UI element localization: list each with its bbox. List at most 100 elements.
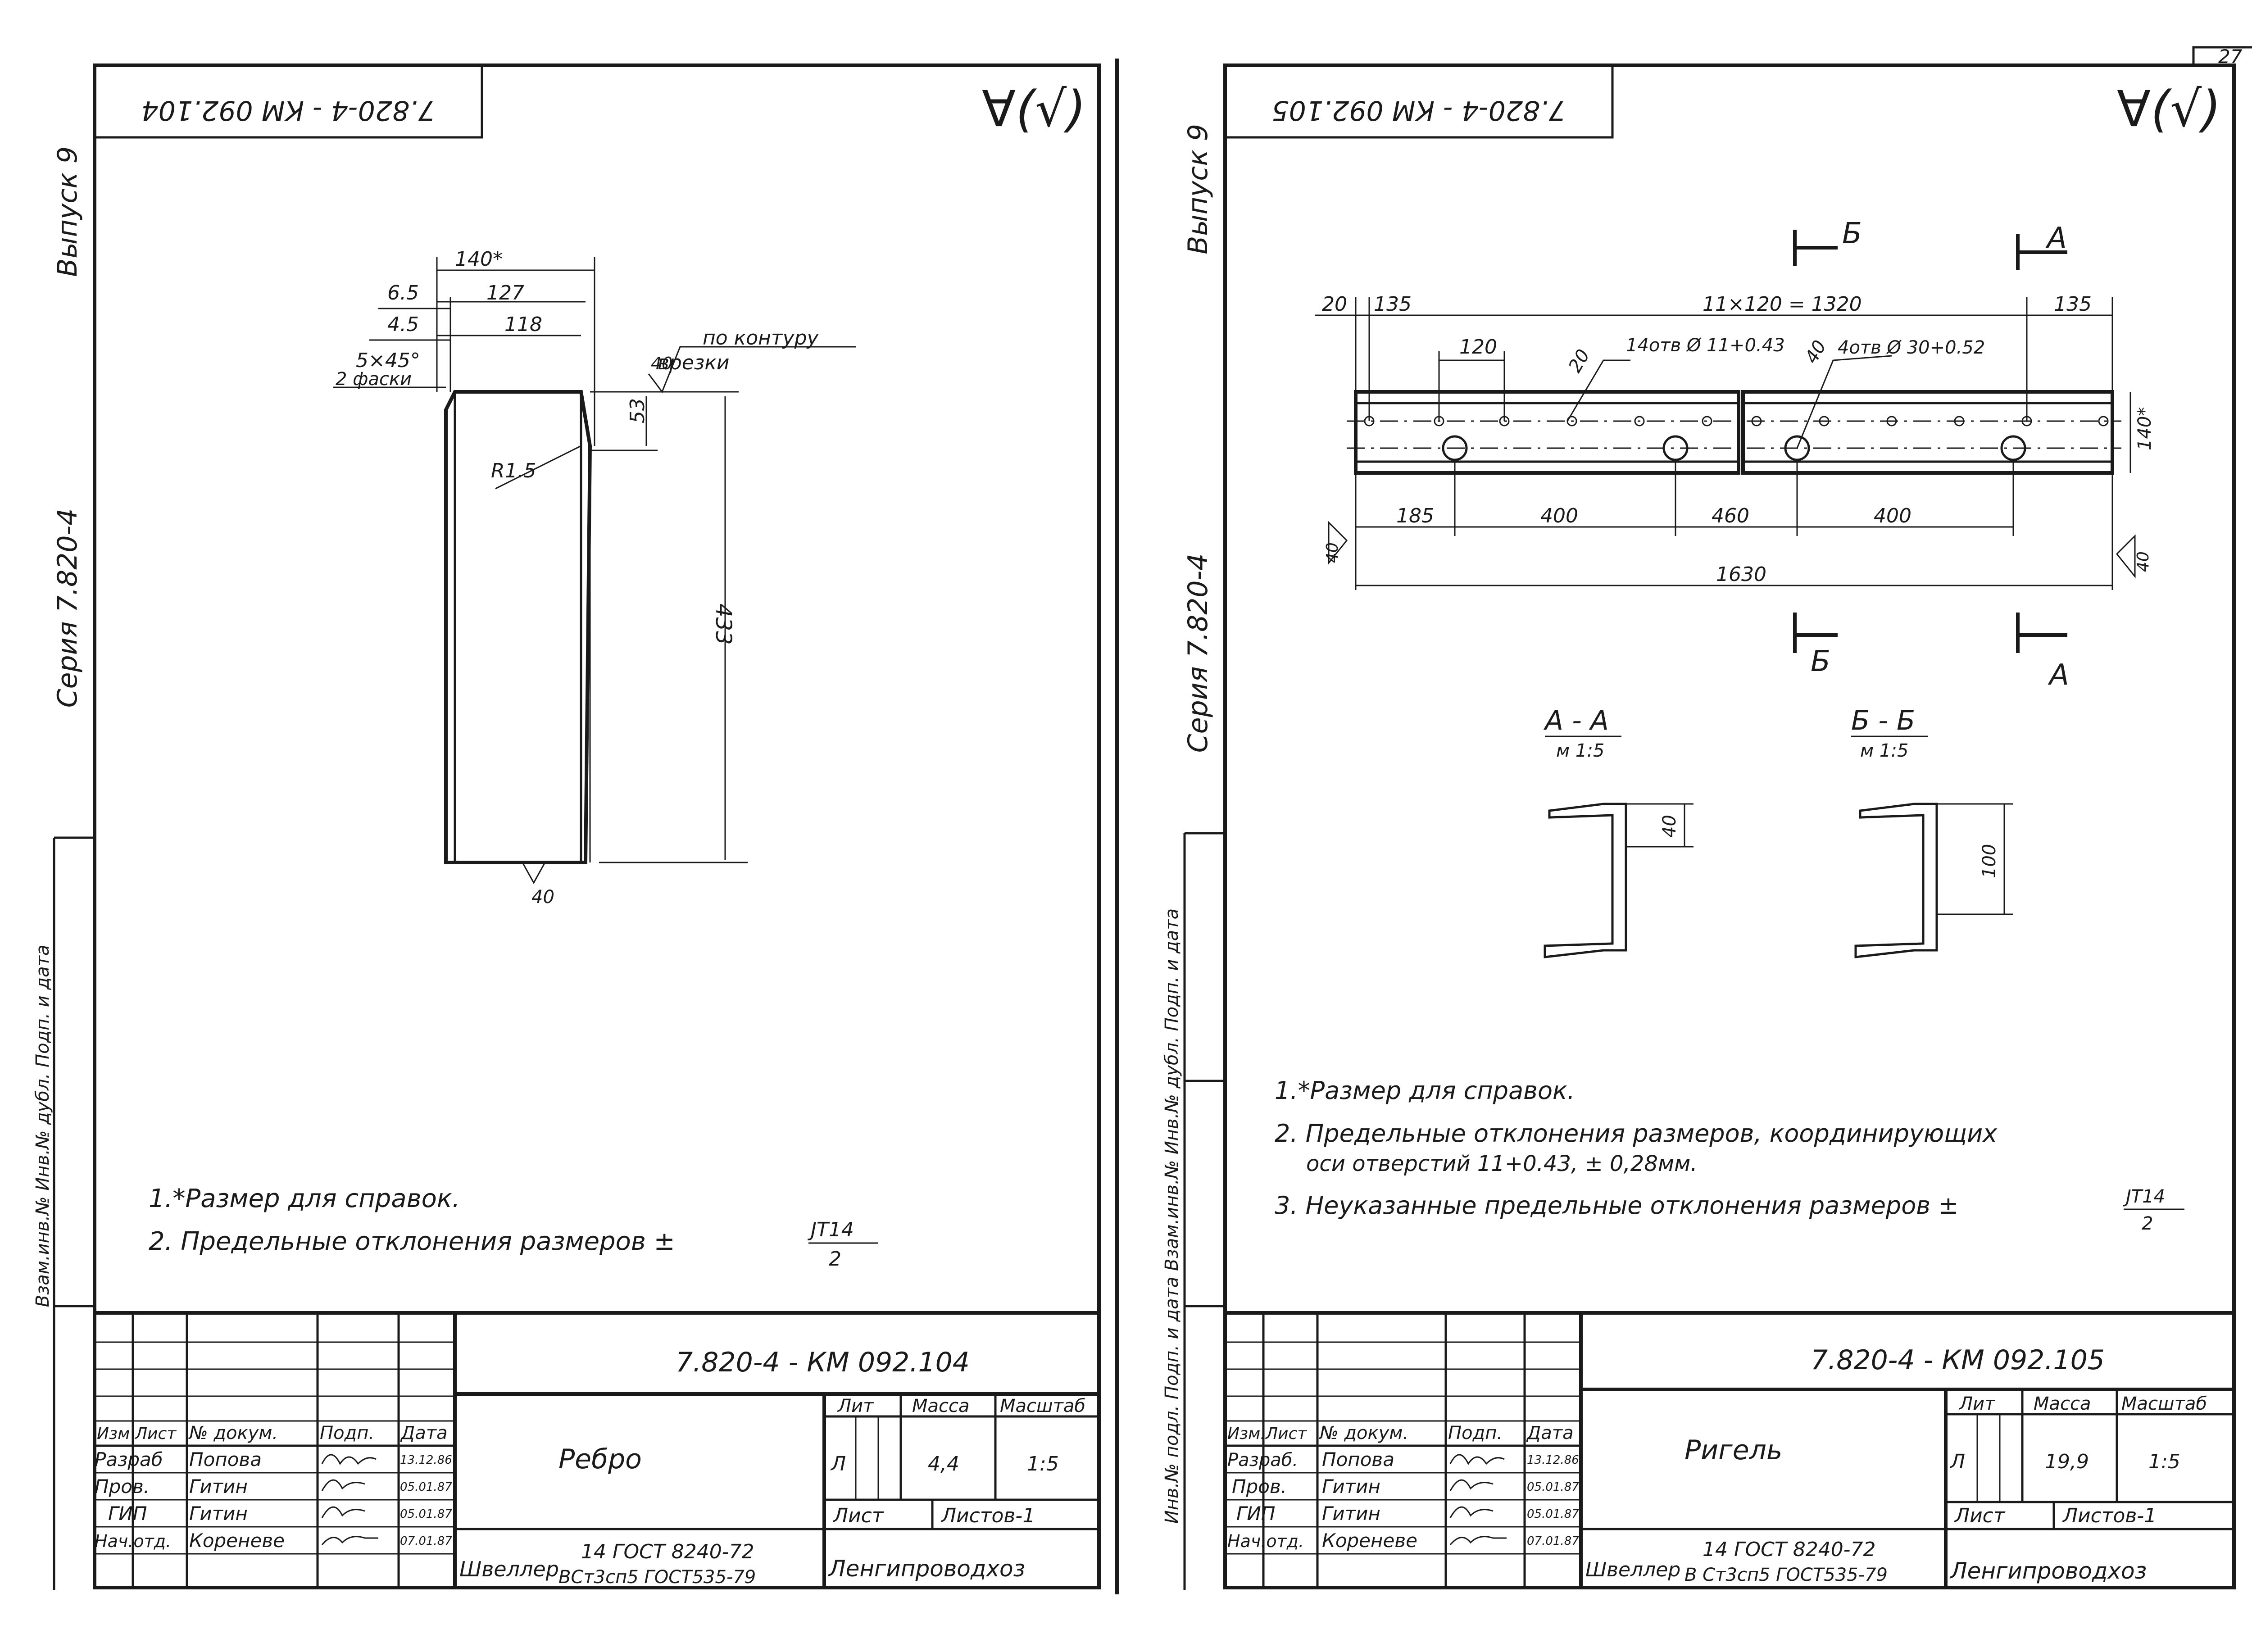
left-row-role: Нач.отд.	[95, 1531, 171, 1551]
left-row-role: Пров.	[95, 1475, 150, 1498]
left-col-izm: Изм	[97, 1425, 130, 1443]
right-row-name: Попова	[1322, 1448, 1394, 1470]
left-note-1: 1.*Размер для справок.	[149, 1184, 460, 1213]
right-dim-135b: 135	[2054, 293, 2092, 316]
left-list-h: Лист	[832, 1504, 884, 1527]
left-row-role: Разраб	[95, 1448, 163, 1470]
right-dim-1320: 11×120 = 1320	[1703, 293, 1862, 316]
right-dim-185: 185	[1396, 504, 1434, 527]
right-section-marks	[1793, 230, 2067, 653]
right-row-name: Гитин	[1322, 1502, 1380, 1525]
right-note-1: 1.*Размер для справок.	[1275, 1076, 1575, 1105]
left-row-name: Кореневе	[189, 1529, 285, 1552]
right-sec-b-bottom: Б	[1811, 645, 1830, 678]
right-margin-label: Инв.№ подл. Подп. и дата Взам.инв.№ Инв.…	[1162, 908, 1182, 1524]
right-row-role: Нач.отд.	[1227, 1531, 1304, 1551]
right-note-2b: оси отверстий 11+0.43, ± 0,28мм.	[1306, 1151, 1698, 1176]
right-masshtab-h: Масштаб	[2121, 1393, 2207, 1414]
left-dimensions	[333, 257, 856, 885]
right-listov: Листов-1	[2062, 1504, 2157, 1527]
right-holes-14: 14отв Ø 11+0.43	[1626, 335, 1785, 356]
right-lit-h: Лит	[1958, 1393, 1996, 1414]
left-contour-text-2: врезки	[658, 351, 730, 374]
right-dimensions	[1315, 297, 2136, 590]
left-material-1: 14 ГОСТ 8240-72	[581, 1540, 754, 1563]
right-section-bb-title: Б - Б	[1851, 705, 1915, 736]
left-masshtab: 1:5	[1027, 1452, 1059, 1475]
right-col-izm: Изм.	[1227, 1425, 1266, 1443]
left-title-block	[95, 1311, 1099, 1588]
left-signature-rows: Разраб Попова 13.12.86 Пров. Гитин 05.01…	[95, 1448, 452, 1552]
left-col-podp: Подп.	[320, 1423, 374, 1443]
left-lit-val: Л	[830, 1452, 846, 1475]
right-section-aa-title: А - А	[1543, 705, 1609, 736]
left-rough-40: 40	[651, 354, 672, 373]
left-col-list: Лист	[134, 1425, 177, 1443]
right-col-data: Дата	[1526, 1423, 1574, 1443]
right-signature-rows: Разраб. Попова 13.12.86 Пров. Гитин 05.0…	[1227, 1448, 1579, 1552]
right-row-name: Кореневе	[1322, 1529, 1417, 1552]
left-row-name: Гитин	[189, 1502, 248, 1525]
left-dim-140: 140*	[455, 248, 503, 271]
right-material-prefix: Швеллер	[1585, 1558, 1680, 1581]
left-massa: 4,4	[928, 1452, 959, 1475]
right-section-bb-scale: м 1:5	[1860, 740, 1908, 761]
left-note-frac-bottom: 2	[829, 1248, 841, 1271]
right-side-seriya: Серия 7.820-4	[1182, 554, 1214, 753]
left-row-name: Попова	[189, 1448, 262, 1470]
left-massa-h: Масса	[912, 1396, 970, 1416]
left-material-prefix: Швеллер	[459, 1557, 559, 1581]
left-row-date: 07.01.87	[400, 1534, 452, 1548]
left-top-stamp: 7.820-4 - КМ 092.104	[141, 95, 436, 126]
right-row-date: 05.01.87	[1527, 1507, 1579, 1521]
right-note-3: 3. Неуказанные предельные отклонения раз…	[1275, 1191, 1959, 1220]
right-list-h: Лист	[1954, 1504, 2006, 1527]
right-title-block	[1225, 1311, 2234, 1588]
left-frame	[93, 64, 1101, 1589]
left-dim-118: 118	[504, 313, 542, 336]
left-row-date: 13.12.86	[400, 1453, 452, 1467]
right-row-name: Гитин	[1322, 1475, 1380, 1498]
right-row-date: 13.12.86	[1527, 1453, 1579, 1467]
left-col-data: Дата	[400, 1423, 448, 1443]
right-top-stamp-box	[1224, 64, 1614, 139]
right-holes-4: 4отв Ø 30+0.52	[1838, 337, 1985, 358]
left-row-role: ГИП	[108, 1502, 147, 1525]
left-dim-chamfer-note: 2 фаски	[336, 369, 412, 390]
left-note-frac-top: JT14	[807, 1218, 854, 1241]
left-side-vypusk: Выпуск 9	[52, 146, 83, 277]
left-sheet: 7.820-4 - КМ 092.104 ∀(√) Выпуск 9 Серия…	[32, 59, 1119, 1594]
right-dim-40-section: 40	[1659, 815, 1680, 838]
right-note-frac-top: JT14	[2123, 1186, 2165, 1207]
right-dim-100-section: 100	[1979, 844, 2000, 878]
left-top-stamp-box	[93, 64, 483, 139]
left-part-rib	[444, 390, 592, 864]
left-dim-r15: R1.5	[491, 459, 536, 482]
right-masshtab: 1:5	[2148, 1450, 2180, 1473]
right-sec-b-top: Б	[1842, 217, 1862, 250]
right-dim-400a: 400	[1540, 504, 1578, 527]
right-col-podp: Подп.	[1448, 1423, 1503, 1443]
left-bottom-40: 40	[531, 887, 554, 908]
right-row-role: ГИП	[1236, 1502, 1275, 1525]
right-note-frac-bottom: 2	[2142, 1213, 2153, 1234]
left-dim-127: 127	[486, 281, 524, 304]
right-col-list: Лист	[1265, 1425, 1307, 1443]
right-rough-40-right: 40	[2134, 551, 2152, 572]
right-row-date: 05.01.87	[1527, 1480, 1579, 1494]
left-dim-6-5: 6.5	[387, 281, 419, 304]
left-contour-text-1: по контуру	[703, 327, 819, 349]
right-row-role: Пров.	[1232, 1475, 1287, 1498]
left-title-code: 7.820-4 - КМ 092.104	[676, 1347, 970, 1378]
left-signature-scribbles	[321, 1454, 378, 1545]
right-sec-a-top: А	[2045, 222, 2067, 255]
left-row-date: 05.01.87	[400, 1507, 452, 1521]
left-org: Ленгипроводхоз	[828, 1556, 1025, 1582]
right-section-aa-scale: м 1:5	[1556, 740, 1604, 761]
right-sec-a-bottom: А	[2048, 658, 2069, 692]
right-side-vypusk: Выпуск 9	[1182, 124, 1214, 254]
right-dim-1630: 1630	[1716, 563, 1766, 586]
right-title-name: Ригель	[1684, 1434, 1782, 1466]
left-margin-label: Взам.инв.№ Инв.№ дубл. Подп. и дата	[32, 944, 53, 1307]
right-massa: 19,9	[2045, 1450, 2089, 1473]
